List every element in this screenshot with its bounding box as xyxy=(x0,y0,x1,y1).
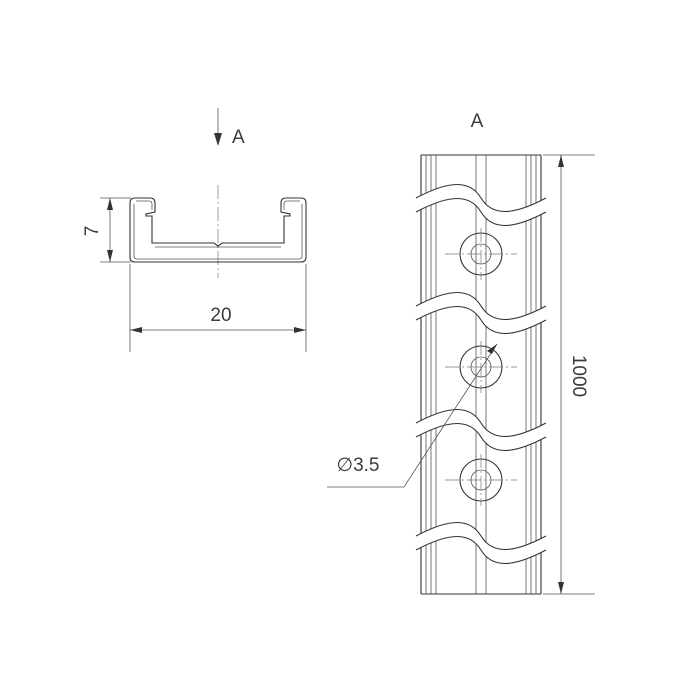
dim-width-arrow-right xyxy=(294,327,306,333)
dim-width-label: 20 xyxy=(210,305,231,326)
dim-length-label: 1000 xyxy=(568,355,589,397)
view-title-label: A xyxy=(471,111,484,132)
mounting-hole-3 xyxy=(445,454,517,506)
profile-section-view: A 7 20 xyxy=(82,108,307,352)
dim-height-label: 7 xyxy=(82,226,103,237)
mounting-hole-2 xyxy=(445,341,517,393)
profile-top-view: A xyxy=(327,111,595,595)
profile-inner-outline xyxy=(133,200,303,260)
dim-height-arrow-bottom xyxy=(107,250,113,262)
profile-outer-outline xyxy=(129,197,307,263)
dim-height-arrow-top xyxy=(107,198,113,210)
length-dimension: 1000 xyxy=(543,154,595,595)
break-lines xyxy=(415,184,547,564)
profile-body xyxy=(420,154,542,595)
dim-width-arrow-left xyxy=(130,327,142,333)
hole-diameter-label: ∅3.5 xyxy=(337,455,380,476)
mounting-hole-1 xyxy=(445,228,517,280)
view-arrow-head xyxy=(214,133,222,146)
view-marker-label: A xyxy=(232,127,245,148)
hole-diameter-leader: ∅3.5 xyxy=(327,343,498,488)
